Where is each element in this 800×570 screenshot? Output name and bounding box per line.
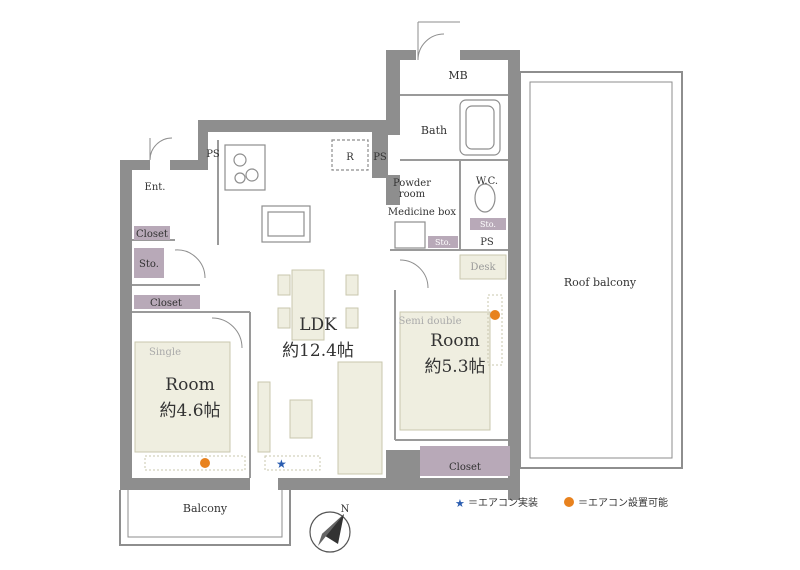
coffee-table <box>289 399 313 439</box>
label-room-east-size: 約5.3帖 <box>424 357 485 377</box>
label-desk: Desk <box>470 262 496 273</box>
label-ldk-size: 約12.4帖 <box>282 341 354 361</box>
label-ps-wc: PS <box>480 237 494 248</box>
label-room-west-size: 約4.6帖 <box>159 401 220 421</box>
semi-double-bed <box>399 311 491 431</box>
toilet <box>474 183 496 213</box>
label-sto-wc: Sto. <box>480 220 496 229</box>
closet-east-box <box>420 446 510 476</box>
label-ps-top-left: PS <box>206 149 220 160</box>
label-medicine-box: Medicine box <box>388 207 457 218</box>
label-r: R <box>346 152 354 163</box>
ac-possible-east-dot <box>490 310 500 320</box>
storage-fixtures <box>134 218 510 476</box>
label-closet-ent: Closet <box>136 229 168 240</box>
bathtub <box>459 99 501 156</box>
closet-west-box <box>134 295 200 309</box>
label-sto-powder: Sto. <box>435 238 451 247</box>
fridge-space <box>331 139 369 171</box>
label-room-east-name: Room <box>430 331 479 351</box>
label-ent: Ent. <box>145 182 166 193</box>
dining-table <box>291 269 325 341</box>
sofa <box>337 361 383 475</box>
closet-ent-box <box>134 226 170 240</box>
sto-powder-box <box>428 236 458 248</box>
label-closet-east: Closet <box>449 462 481 473</box>
balcony-outlines <box>119 71 683 546</box>
sto-ent-box <box>134 248 164 278</box>
compass: N <box>309 504 351 553</box>
sto-wc-box <box>470 218 506 230</box>
single-bed <box>134 341 231 453</box>
legend-star-icon: ★ <box>455 497 465 510</box>
ac-installed-ldk-star: ★ <box>276 457 287 471</box>
stove <box>224 144 266 191</box>
label-sto-ent: Sto. <box>139 259 159 270</box>
sanitary-fixtures <box>224 99 501 249</box>
legend-ac-installed: ＝エアコン実装 <box>468 496 538 509</box>
label-bath: Bath <box>421 124 447 137</box>
label-room-west-name: Room <box>165 375 214 395</box>
label-room-east-bed: Semi double <box>398 316 461 327</box>
label-mb: MB <box>448 69 467 82</box>
compass-n-label: N <box>341 504 350 515</box>
doors <box>149 21 460 349</box>
ac-possible-west-dot <box>200 458 210 468</box>
furniture <box>134 254 507 475</box>
walls <box>120 50 520 500</box>
tv-board <box>257 381 271 453</box>
label-ldk-name: LDK <box>299 315 337 335</box>
label-closet-west: Closet <box>150 298 182 309</box>
label-balcony: Balcony <box>183 502 228 515</box>
label-room-west-bed: Single <box>149 347 181 358</box>
desk <box>459 254 507 280</box>
wash-basin <box>394 221 426 249</box>
partitions <box>132 94 508 478</box>
label-wc: W.C. <box>476 176 498 187</box>
kitchen-sink <box>261 205 311 243</box>
legend-ac-possible: ＝エアコン設置可能 <box>578 496 668 509</box>
label-ps-kitchen: PS <box>373 152 387 163</box>
ac-markers: ★ <box>144 294 503 471</box>
legend: ★ ＝エアコン実装 ＝エアコン設置可能 <box>455 496 668 510</box>
label-roof-balcony: Roof balcony <box>564 276 637 289</box>
legend-dot-icon <box>564 497 574 507</box>
